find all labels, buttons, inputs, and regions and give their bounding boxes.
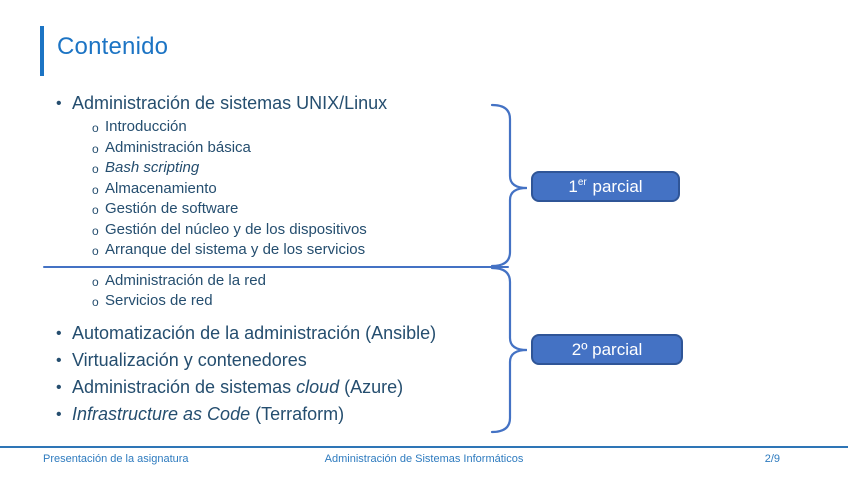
bullet-icon: • — [56, 405, 62, 423]
list-item-text: Gestión del núcleo y de los dispositivos — [105, 220, 367, 238]
list-item-text: Administración de sistemas UNIX/Linux — [72, 93, 388, 113]
curly-braces — [490, 103, 528, 434]
list-item-text: Administración de sistemas — [72, 376, 297, 397]
footer-rule — [0, 446, 848, 448]
brace-first-parcial — [490, 103, 528, 268]
circle-icon: o — [92, 203, 99, 217]
footer-section-title: Presentación de la asignatura — [43, 453, 189, 465]
title-accent-bar — [40, 26, 44, 76]
sub-list-item: o Administración básica — [43, 138, 523, 159]
list-item-text: Almacenamiento — [105, 179, 217, 197]
circle-icon: o — [92, 223, 99, 238]
circle-icon: o — [92, 141, 99, 156]
sub-list-item: o Servicios de red — [43, 291, 523, 312]
circle-icon: o — [92, 162, 99, 176]
second-parcial-label: 2º parcial — [531, 334, 683, 365]
sub-list-item: o Introducción — [43, 117, 523, 138]
circle-icon: o — [92, 244, 99, 258]
first-parcial-label: 1er parcial — [531, 171, 680, 202]
list-item-text: Arranque del sistema y de los servicios — [105, 241, 366, 258]
brace-second-parcial — [490, 266, 528, 434]
sub-list-item: o Arranque del sistema y de los servicios — [43, 240, 523, 261]
list-item: • Virtualización y contenedores — [43, 347, 523, 374]
second-parcial-text: 2º parcial — [571, 339, 643, 359]
sub-list-item: o Administración de la red — [43, 271, 523, 292]
list-item: • Automatización de la administración (An… — [43, 320, 523, 347]
circle-icon: o — [92, 182, 99, 197]
sub-list-item: o Gestión del núcleo y de los dispositivo… — [43, 220, 523, 241]
bullet-icon: • — [56, 351, 62, 369]
list-item: • Administración de sistemas UNIX/Linux — [43, 90, 523, 117]
footer-page-number: 2/9 — [764, 453, 780, 465]
circle-icon: o — [92, 274, 99, 289]
list-item-text: Servicios de red — [105, 292, 213, 309]
circle-icon: o — [92, 295, 99, 309]
circle-icon: o — [92, 121, 99, 135]
section-divider-line — [43, 266, 509, 268]
bullet-icon: • — [56, 324, 62, 342]
first-parcial-text: 1er parcial — [568, 176, 643, 196]
bullet-icon: • — [56, 95, 62, 112]
list-item-text: Introducción — [105, 118, 187, 135]
list-item: •Administración de sistemas cloud (Azure… — [43, 374, 523, 401]
sub-list-item: o Gestión de software — [43, 199, 523, 220]
list-item-text: Automatización de la administración (Ans… — [72, 322, 437, 343]
list-item-text: Gestión de software — [105, 200, 239, 217]
list-item-text: Administración básica — [105, 138, 251, 156]
footer-course-title: Administración de Sistemas Informáticos — [324, 453, 524, 465]
page-title: Contenido — [57, 33, 169, 60]
bullet-icon: • — [56, 378, 62, 396]
list-item: •Infrastructure as Code (Terraform) — [43, 401, 523, 428]
sub-list-item: o Almacenamiento — [43, 179, 523, 200]
list-item-text: Virtualización y contenedores — [72, 349, 307, 370]
list-item-text: Administración de la red — [105, 271, 266, 289]
content-list: • Administración de sistemas UNIX/Linux o… — [43, 90, 523, 428]
